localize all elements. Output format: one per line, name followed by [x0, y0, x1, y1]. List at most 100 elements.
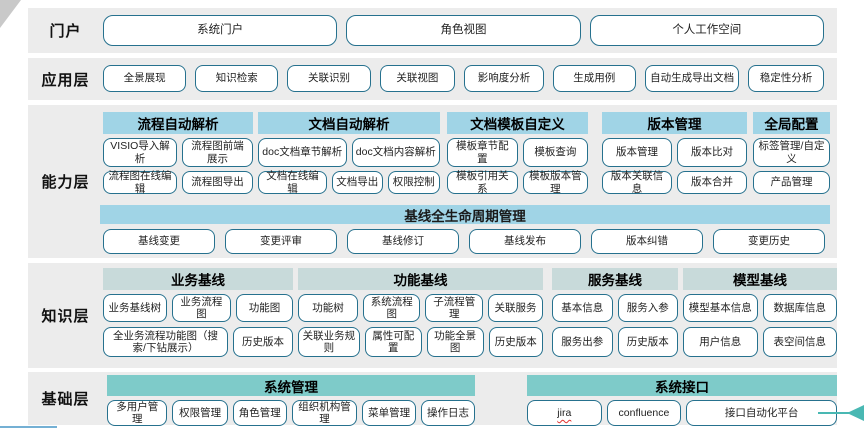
group-header-system-manage: 系统管理 — [107, 375, 475, 396]
version-manage-button[interactable]: 版本管理 — [602, 138, 672, 167]
permission-manage-button[interactable]: 权限管理 — [172, 400, 228, 426]
history-version-button[interactable]: 历史版本 — [233, 327, 293, 357]
model-info-button[interactable]: 模型基本信息 — [683, 294, 758, 322]
group-header-baseline-lifecycle: 基线全生命周期管理 — [100, 205, 830, 224]
group-global-config: 全局配置 标签管理/自定义 产品管理 — [753, 112, 830, 194]
relation-identify-button[interactable]: 关联识别 — [287, 65, 371, 92]
subflow-manage-button[interactable]: 子流程管理 — [425, 294, 483, 322]
template-reference-button[interactable]: 模板引用关系 — [447, 170, 518, 195]
service-output-button[interactable]: 服务出参 — [552, 327, 613, 357]
flowchart-export-button[interactable]: 流程图导出 — [182, 171, 253, 194]
knowledge-layer-row: 知识层 业务基线 业务基线树 业务流程图 功能图 全业务流程功能图（搜索/下钻展… — [28, 263, 837, 368]
baseline-release-button[interactable]: 基线发布 — [469, 229, 581, 254]
multi-user-button[interactable]: 多用户管理 — [107, 400, 168, 426]
system-flow-button[interactable]: 系统流程图 — [362, 294, 421, 322]
group-doc-parse: 文档自动解析 doc文档章节解析 doc文档内容解析 文档在线编辑 文档导出 权… — [258, 112, 440, 195]
related-service-button[interactable]: 关联服务 — [487, 294, 543, 322]
version-relation-button[interactable]: 版本关联信息 — [602, 170, 672, 195]
related-rule-button[interactable]: 关联业务规则 — [298, 327, 360, 357]
flowchart-edit-button[interactable]: 流程图在线编辑 — [103, 170, 178, 195]
group-header-model-baseline: 模型基线 — [683, 268, 837, 290]
template-query-button[interactable]: 模板查询 — [522, 138, 588, 167]
base-layer-label: 基础层 — [41, 391, 90, 408]
template-chapter-config-button[interactable]: 模板章节配置 — [447, 138, 518, 167]
group-header-version-manage: 版本管理 — [602, 112, 747, 134]
database-info-button[interactable]: 数据库信息 — [762, 294, 837, 322]
version-correct-button[interactable]: 版本纠错 — [591, 229, 703, 254]
corner-fold-decoration — [0, 0, 21, 28]
function-tree-button[interactable]: 功能树 — [298, 294, 358, 322]
base-layer-row: 基础层 系统管理 多用户管理 权限管理 角色管理 组织机构管理 菜单管理 操作日… — [28, 372, 838, 426]
product-manage-button[interactable]: 产品管理 — [753, 171, 830, 194]
baseline-buttons: 基线变更 变更评审 基线修订 基线发布 版本纠错 变更历史 — [103, 229, 825, 254]
portal-buttons: 系统门户 角色视图 个人工作空间 — [103, 15, 824, 46]
group-header-service-baseline: 服务基线 — [552, 268, 678, 290]
doc-chapter-parse-button[interactable]: doc文档章节解析 — [258, 138, 347, 167]
function-panorama-button[interactable]: 功能全景图 — [426, 327, 484, 357]
history-version-button[interactable]: 历史版本 — [617, 327, 678, 357]
knowledge-layer-label: 知识层 — [41, 308, 90, 325]
jira-button[interactable]: jira — [527, 400, 602, 426]
relation-view-button[interactable]: 关联视图 — [379, 65, 456, 92]
group-model-baseline: 模型基线 模型基本信息 数据库信息 用户信息 表空间信息 — [683, 268, 837, 357]
org-manage-button[interactable]: 组织机构管理 — [291, 400, 358, 426]
full-flow-map-button[interactable]: 全业务流程功能图（搜索/下钻展示） — [103, 327, 228, 357]
group-process-parse: 流程自动解析 VISIO导入解析 流程图前端展示 流程图在线编辑 流程图导出 — [103, 112, 253, 195]
personal-workspace-button[interactable]: 个人工作空间 — [589, 15, 824, 46]
bottom-edge-line — [0, 426, 57, 428]
flowchart-frontend-button[interactable]: 流程图前端展示 — [182, 138, 253, 167]
role-view-button[interactable]: 角色视图 — [346, 15, 581, 46]
system-portal-button[interactable]: 系统门户 — [103, 15, 338, 46]
application-layer-label: 应用层 — [41, 71, 90, 89]
baseline-change-button[interactable]: 基线变更 — [103, 229, 215, 254]
group-header-business-baseline: 业务基线 — [103, 268, 293, 290]
group-header-template-custom: 文档模板自定义 — [447, 112, 588, 134]
stability-analysis-button[interactable]: 稳定性分析 — [748, 65, 824, 92]
baseline-revise-button[interactable]: 基线修订 — [347, 229, 459, 254]
tablespace-info-button[interactable]: 表空间信息 — [762, 327, 837, 357]
group-business-baseline: 业务基线 业务基线树 业务流程图 功能图 全业务流程功能图（搜索/下钻展示） 历… — [103, 268, 293, 357]
tag-manage-button[interactable]: 标签管理/自定义 — [753, 138, 830, 167]
generate-usecase-button[interactable]: 生成用例 — [552, 65, 636, 92]
panorama-button[interactable]: 全景展现 — [103, 65, 187, 92]
version-merge-button[interactable]: 版本合并 — [677, 171, 747, 194]
capability-layer-label: 能力层 — [41, 174, 90, 191]
history-version-button[interactable]: 历史版本 — [488, 327, 543, 357]
basic-info-button[interactable]: 基本信息 — [552, 294, 613, 322]
template-version-button[interactable]: 模板版本管理 — [522, 170, 588, 195]
change-review-button[interactable]: 变更评审 — [225, 229, 337, 254]
group-version-manage: 版本管理 版本管理 版本比对 版本关联信息 版本合并 — [602, 112, 747, 195]
permission-control-button[interactable]: 权限控制 — [387, 171, 440, 194]
flow-arrow-line — [818, 412, 850, 414]
flow-arrow-icon — [847, 405, 864, 421]
group-system-interface: 系统接口 jira confluence 接口自动化平台 — [527, 375, 838, 426]
knowledge-search-button[interactable]: 知识检索 — [195, 65, 279, 92]
impact-analysis-button[interactable]: 影响度分析 — [464, 65, 544, 92]
operation-log-button[interactable]: 操作日志 — [421, 400, 475, 426]
visio-import-button[interactable]: VISIO导入解析 — [103, 138, 178, 167]
doc-online-edit-button[interactable]: 文档在线编辑 — [258, 170, 327, 195]
auto-export-doc-button[interactable]: 自动生成导出文档 — [644, 65, 740, 92]
portal-layer-label: 门户 — [49, 23, 82, 40]
function-diagram-button[interactable]: 功能图 — [236, 294, 293, 322]
user-info-button[interactable]: 用户信息 — [683, 327, 758, 357]
role-manage-button[interactable]: 角色管理 — [232, 400, 287, 426]
service-input-button[interactable]: 服务入参 — [617, 294, 678, 322]
business-tree-button[interactable]: 业务基线树 — [103, 294, 167, 322]
confluence-button[interactable]: confluence — [606, 400, 682, 426]
doc-export-button[interactable]: 文档导出 — [331, 171, 383, 194]
change-history-button[interactable]: 变更历史 — [713, 229, 825, 254]
attr-config-button[interactable]: 属性可配置 — [364, 327, 422, 357]
group-template-custom: 文档模板自定义 模板章节配置 模板查询 模板引用关系 模板版本管理 — [447, 112, 588, 195]
portal-layer-row: 门户 系统门户 角色视图 个人工作空间 — [28, 8, 837, 53]
version-compare-button[interactable]: 版本比对 — [677, 138, 747, 167]
doc-content-parse-button[interactable]: doc文档内容解析 — [351, 138, 440, 167]
group-system-manage: 系统管理 多用户管理 权限管理 角色管理 组织机构管理 菜单管理 操作日志 — [107, 375, 475, 426]
business-flow-button[interactable]: 业务流程图 — [171, 294, 232, 322]
menu-manage-button[interactable]: 菜单管理 — [362, 400, 417, 426]
capability-layer-row: 能力层 流程自动解析 VISIO导入解析 流程图前端展示 流程图在线编辑 流程图… — [28, 105, 837, 258]
group-header-doc-parse: 文档自动解析 — [258, 112, 440, 134]
application-buttons: 全景展现 知识检索 关联识别 关联视图 影响度分析 生成用例 自动生成导出文档 … — [103, 65, 824, 92]
api-automation-button[interactable]: 接口自动化平台 — [686, 400, 838, 426]
